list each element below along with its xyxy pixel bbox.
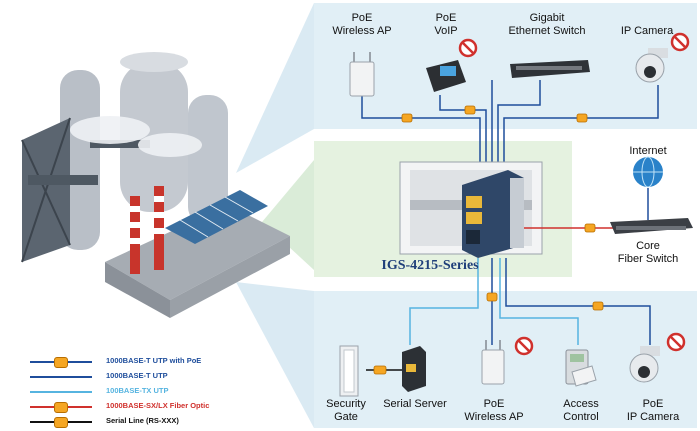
funnel-bottom — [236, 282, 314, 428]
access-control-label: Access Control — [563, 398, 599, 423]
security-gate-device — [339, 345, 359, 397]
bottom-ip-camera-device — [629, 346, 660, 383]
security-gate-label: Security Gate — [326, 398, 366, 423]
funnel-middle — [262, 160, 314, 270]
serial-server-label: Serial Server — [383, 398, 447, 410]
legend-poe-marker — [54, 357, 68, 368]
serial-server-device — [402, 346, 426, 392]
legend-line — [30, 391, 92, 393]
internet-label: Internet — [629, 145, 667, 157]
legend-fiber-marker — [54, 402, 68, 413]
internet-globe-icon — [633, 156, 663, 188]
bottom-poe-camera-label: PoE IP Camera — [626, 398, 680, 423]
top-gigabit-switch-label: Gigabit Ethernet Switch — [508, 12, 586, 37]
legend-item: 1000BASE-T UTP with PoE — [30, 356, 290, 368]
bottom-links — [366, 258, 651, 371]
top-poe-markers — [401, 105, 588, 123]
legend-item: Serial Line (RS-XXX) — [30, 416, 290, 428]
legend-item: 1000BASE-T UTP — [30, 371, 290, 383]
core-fiber-switch-label: Core Fiber Switch — [617, 240, 679, 265]
legend-serial-marker — [54, 417, 68, 428]
bottom-poe-ap-label: PoE Wireless AP — [464, 398, 524, 423]
top-panel — [314, 3, 697, 129]
legend-text: 1000BASE-SX/LX Fiber Optic — [106, 401, 210, 410]
funnel-top — [236, 3, 314, 173]
top-ap-device — [349, 52, 375, 97]
top-gigabit-switch-device — [510, 60, 590, 78]
bottom-markers — [373, 292, 604, 375]
top-ip-camera-device — [635, 48, 668, 83]
legend: 1000BASE-T UTP with PoE 1000BASE-T UTP 1… — [0, 354, 300, 428]
top-no-power-badges — [458, 32, 690, 58]
top-ip-camera-label: IP Camera — [620, 25, 674, 37]
legend-text: 1000BASE-T UTP with PoE — [106, 356, 202, 365]
legend-text: 100BASE-TX UTP — [106, 386, 169, 395]
top-poe-ap-label: PoE Wireless AP — [332, 12, 392, 37]
core-switch-device — [610, 218, 693, 234]
access-control-device — [565, 349, 597, 387]
legend-line — [30, 376, 92, 378]
model-label: IGS-4215-Series — [381, 258, 479, 273]
legend-text: 1000BASE-T UTP — [106, 371, 168, 380]
bottom-no-power-badges — [514, 332, 686, 356]
top-voip-device — [426, 60, 466, 92]
top-poe-voip-label: PoE VoIP — [434, 12, 458, 37]
legend-item: 1000BASE-SX/LX Fiber Optic — [30, 401, 290, 413]
factory-illustration — [21, 52, 290, 318]
igs-switch — [462, 170, 524, 258]
bottom-ap-device — [481, 340, 505, 385]
legend-item: 100BASE-TX UTP — [30, 386, 290, 398]
legend-text: Serial Line (RS-XXX) — [106, 416, 179, 425]
